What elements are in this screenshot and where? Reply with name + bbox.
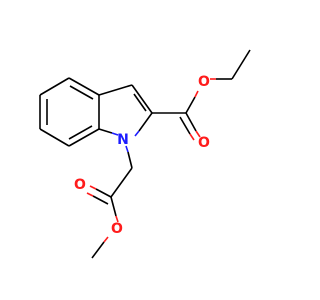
- bond-ch2-ch3: [231, 49, 251, 80]
- methyl-ester-group: [86, 145, 133, 259]
- bond-carbonyl-oether-o: [115, 215, 119, 223]
- bond-carbonyl-oether: [185, 96, 196, 114]
- bond-carbonyl-oether-o: [194, 90, 199, 98]
- ethyl-ester-group: [152, 49, 251, 141]
- bond-n1-ch2: [127, 151, 133, 169]
- bond-c2-n1-n: [134, 130, 140, 137]
- bond-n1-c7a-n: [111, 132, 119, 136]
- atom-labels: N O O O O: [74, 74, 210, 237]
- bond-benzene-double-1: [69, 85, 94, 100]
- atom-label-o-ether-methyl: O: [111, 221, 123, 237]
- benzene-ring: [39, 77, 100, 147]
- bond-oether-ch3: [91, 241, 105, 259]
- bond-n1-ch2-n: [125, 145, 129, 153]
- bond-c3-c2: [131, 84, 153, 114]
- bond-benzene-4: [39, 128, 70, 147]
- bond-carbonyl-o-double-a: [95, 188, 112, 198]
- pyrrole-ring: [98, 84, 153, 137]
- bond-carbonyl-o-double-a: [185, 112, 197, 132]
- bond-benzene-double-2: [68, 125, 93, 140]
- atom-label-o-carbonyl-ester: O: [198, 135, 210, 151]
- bond-carbonyl-o-double-a-o: [89, 185, 97, 190]
- bond-carbonyl-o-double-b: [92, 195, 109, 205]
- bond-carbonyl-oether: [110, 196, 117, 217]
- atom-label-o-carbonyl-methyl: O: [74, 177, 86, 193]
- atom-label-n1: N: [117, 132, 129, 148]
- bond-carbonyl-o-double-b-o: [86, 192, 94, 197]
- bond-benzene-1: [68, 77, 100, 96]
- bond-carbonyl-o-double-b-o: [189, 133, 195, 141]
- bond-ch2-carbonyl: [110, 167, 133, 198]
- bond-benzene-6: [39, 77, 70, 96]
- atom-label-o-ether-ester: O: [198, 74, 210, 90]
- bond-c3-c2-double: [133, 93, 147, 112]
- bond-n1-c7a: [98, 128, 113, 134]
- bond-c2-n1: [138, 112, 153, 132]
- bond-carbonyl-o-double-b: [179, 116, 191, 135]
- bond-oether-ch3-o: [103, 236, 109, 243]
- bond-c3a-c3: [98, 84, 133, 96]
- bond-benzene-3: [68, 128, 100, 147]
- bond-carbonyl-o-double-a-o: [195, 130, 201, 138]
- molecule-structure: N O O O O: [39, 49, 251, 259]
